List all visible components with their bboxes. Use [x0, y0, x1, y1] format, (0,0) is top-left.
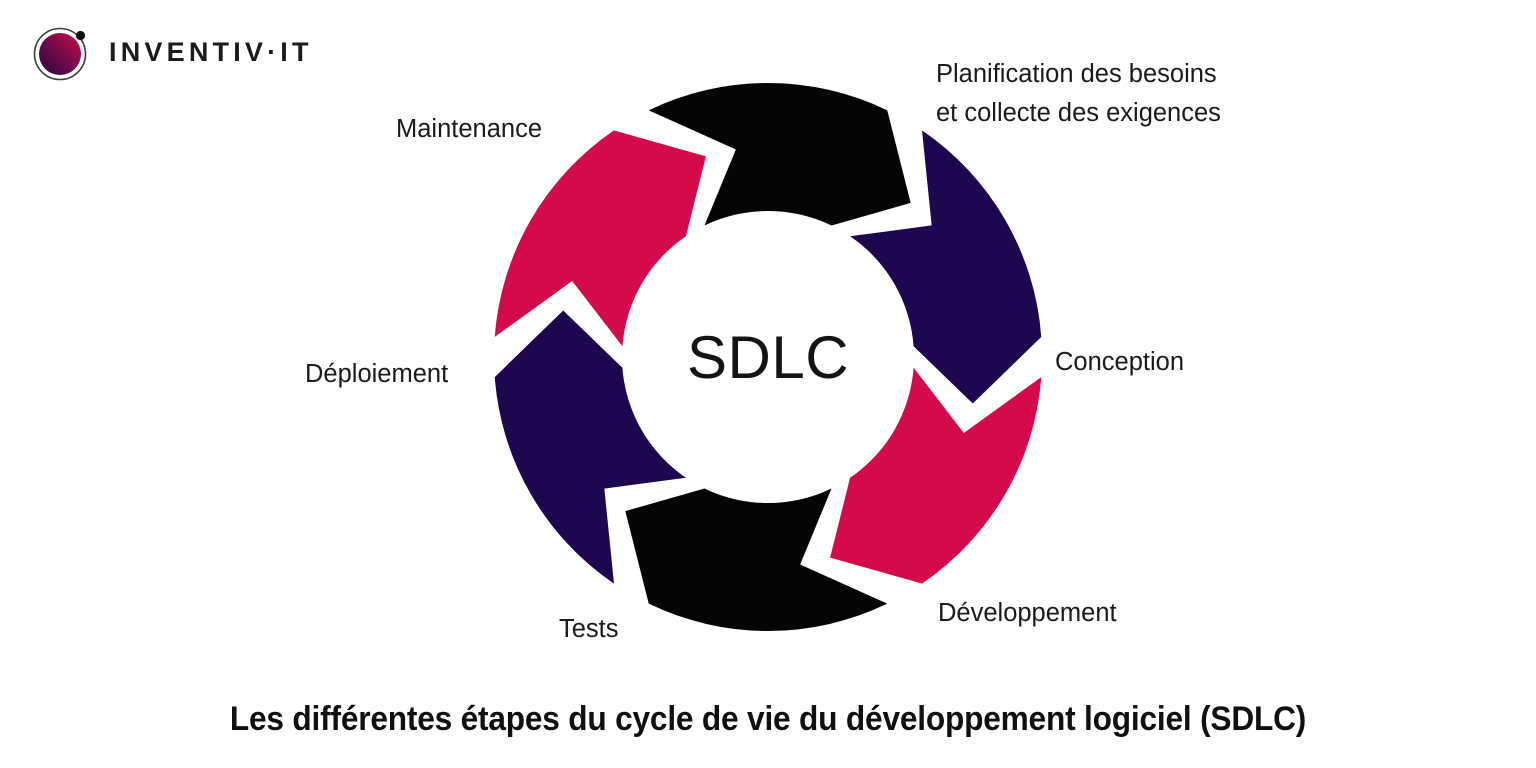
diagram-center-label: SDLC — [687, 324, 849, 391]
figure-caption: Les différentes étapes du cycle de vie d… — [229, 700, 1307, 738]
stage-label-conception: Conception — [1055, 348, 1185, 376]
ring-segment-tests — [625, 488, 888, 631]
sdlc-cycle-diagram: SDLC Planification des besoins et collec… — [305, 60, 1221, 643]
brand-logo: INVENTIV·IT — [30, 22, 313, 84]
ring-segment-developpement — [830, 367, 1042, 584]
ring-segment-conception — [850, 130, 1042, 404]
stage-label-maintenance: Maintenance — [396, 115, 543, 143]
stage-label-developpement: Développement — [938, 599, 1117, 627]
stage-label-tests: Tests — [559, 615, 619, 643]
stage-label-deploiement: Déploiement — [305, 360, 449, 388]
gradient-circle-logo-icon — [33, 27, 87, 81]
brand-wordmark: INVENTIV·IT — [109, 36, 313, 67]
ring-segment-planification — [648, 83, 911, 226]
ring-segments — [494, 83, 1042, 631]
ring-segment-maintenance — [494, 130, 706, 347]
sdlc-ring-svg: SDLC — [494, 83, 1042, 631]
ring-segment-deploiement — [494, 310, 686, 584]
stage-label-planification: Planification des besoins et collecte de… — [936, 60, 1221, 127]
